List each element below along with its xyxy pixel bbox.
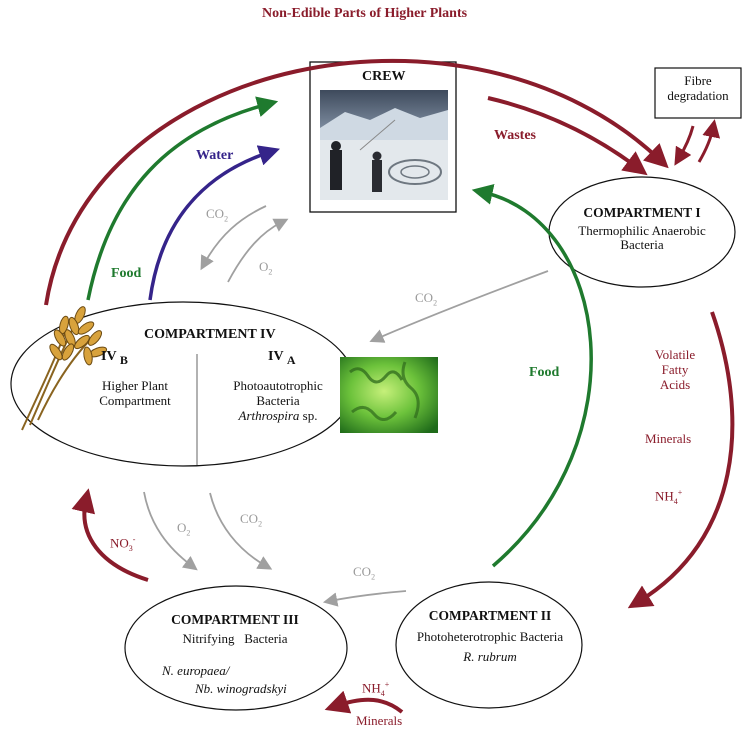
species-name: Arthrospira (238, 407, 300, 423)
arrow-co2-bottom (209, 492, 273, 570)
o2-text: O (177, 520, 187, 535)
compartment-2-line2: R. rubrum (463, 649, 517, 665)
arrow-volatile-fatty-acids (627, 311, 735, 609)
co2-text: CO (353, 564, 372, 579)
label-co2-top: CO2 (206, 206, 229, 224)
label-non-edible-parts: Non-Edible Parts of Higher Plants (262, 6, 468, 21)
nh4-bottom-sub: 4 (380, 688, 385, 698)
label-volatile: Volatile (654, 347, 696, 362)
arrow-co2-top (200, 205, 267, 271)
crew-photo (320, 90, 448, 200)
fibre-label: Fibre degradation (655, 73, 741, 104)
arrow-food-right (471, 184, 593, 568)
iv-b-sub: B (119, 352, 128, 367)
iv-a-text: IV (268, 349, 284, 364)
right-side-labels: Volatile Fatty Acids (640, 347, 710, 393)
label-fatty: Fatty (661, 361, 689, 377)
label-nh4-bottom: NH4+ (362, 680, 389, 698)
compartment-4b-label: IV B (101, 349, 128, 368)
arrow-co2-middle (369, 270, 549, 343)
compartment-3-text: COMPARTMENT III Nitrifying Bacteria (140, 612, 330, 646)
nh4-text: NH (655, 488, 674, 504)
nh4-sub: 4 (673, 496, 678, 506)
compartment-3-line1: Nitrifying Bacteria (182, 630, 288, 646)
species-suffix: sp. (299, 407, 318, 423)
label-minerals-bottom: Minerals (356, 713, 403, 728)
compartment-3-line2: N. europaea/ (162, 663, 230, 678)
co2-sub: 2 (371, 572, 376, 582)
o2-sub: 2 (268, 267, 273, 277)
compartment-4a-species: Arthrospira sp. (218, 407, 338, 424)
compartment-4a-line2: Bacteria (256, 392, 300, 408)
no3-sub: 3 (128, 543, 133, 553)
compartment-2-title: COMPARTMENT II (428, 608, 552, 623)
label-nh4-right: NH4+ (655, 488, 682, 506)
co2-sub: 2 (258, 519, 263, 529)
label-food-right: Food (529, 365, 560, 380)
iv-b-text: IV (101, 349, 117, 364)
arrow-wastes (487, 96, 648, 176)
co2-sub: 2 (224, 214, 229, 224)
no3-sup: - (132, 535, 136, 544)
compartment-2-ellipse (395, 581, 583, 709)
compartment-4b-line1: Higher Plant (101, 378, 169, 393)
arrow-bottom-minerals (324, 690, 404, 714)
nh4-bottom-text: NH (362, 680, 381, 696)
iv-a-sub: A (286, 352, 296, 367)
fibre-box (654, 67, 742, 119)
nh4-sup: + (677, 488, 683, 497)
compartment-4b-line2: Compartment (99, 392, 171, 408)
label-wastes: Wastes (494, 128, 536, 143)
co2-text: CO (415, 290, 434, 305)
co2-sub: 2 (433, 298, 438, 308)
label-o2-bottom: O2 (177, 520, 191, 538)
label-co2-bottom: CO2 (240, 511, 263, 529)
compartment-4a-label: IV A (268, 349, 295, 368)
label-acids: Acids (659, 376, 691, 392)
fibre-line1: Fibre (684, 73, 712, 88)
wheat-icon (21, 306, 108, 431)
co2-text: CO (206, 206, 225, 221)
compartment-2-text: COMPARTMENT II Photoheterotrophic Bacter… (396, 608, 584, 665)
nh4-bottom-sup: + (384, 680, 390, 689)
crew-title: CREW (362, 69, 406, 84)
compartment-3-ellipse (124, 585, 348, 711)
arrow-water (148, 145, 280, 301)
compartment-1-text: COMPARTMENT I Thermophilic Anaerobic Bac… (552, 205, 732, 253)
compartment-4a-text: Photoautotrophic Bacteria Arthrospira sp… (218, 378, 338, 424)
label-minerals-right: Minerals (645, 431, 692, 446)
compartment-1-title: COMPARTMENT I (583, 205, 701, 220)
arrow-o2-bottom (143, 491, 198, 571)
no3-text: NO (110, 535, 129, 551)
fibre-line2: degradation (667, 87, 729, 103)
label-food-left: Food (111, 266, 142, 281)
arrow-fibre-up (697, 119, 721, 163)
compartment-3-line3: Nb. winogradskyi (195, 681, 287, 696)
arthrospira-image (340, 357, 438, 433)
o2-sub: 2 (186, 528, 191, 538)
o2-text: O (259, 259, 269, 274)
arrow-no3 (71, 488, 149, 582)
arrow-food-left (86, 96, 279, 301)
compartment-1-line1: Thermophilic Anaerobic (578, 222, 706, 238)
label-co2-lower: CO2 (353, 564, 376, 582)
label-no3: NO3- (110, 535, 135, 553)
label-o2-top: O2 (259, 259, 273, 277)
arrow-non-edible-parts (44, 58, 669, 306)
arrow-co2-lower (322, 590, 407, 607)
arrow-fibre-down (674, 125, 695, 166)
compartment-4b-text: Higher Plant Compartment (80, 378, 190, 409)
compartment-3-title: COMPARTMENT III (171, 612, 299, 627)
compartment-4a-line1: Photoautotrophic (233, 378, 323, 393)
label-water: Water (196, 148, 234, 163)
arrow-o2-top (227, 218, 289, 283)
compartment-1-line2: Bacteria (620, 237, 664, 253)
label-co2-middle: CO2 (415, 290, 438, 308)
co2-text: CO (240, 511, 259, 526)
compartment-2-line1: Photoheterotrophic Bacteria (416, 628, 564, 644)
compartment-4-title: COMPARTMENT IV (144, 327, 276, 342)
